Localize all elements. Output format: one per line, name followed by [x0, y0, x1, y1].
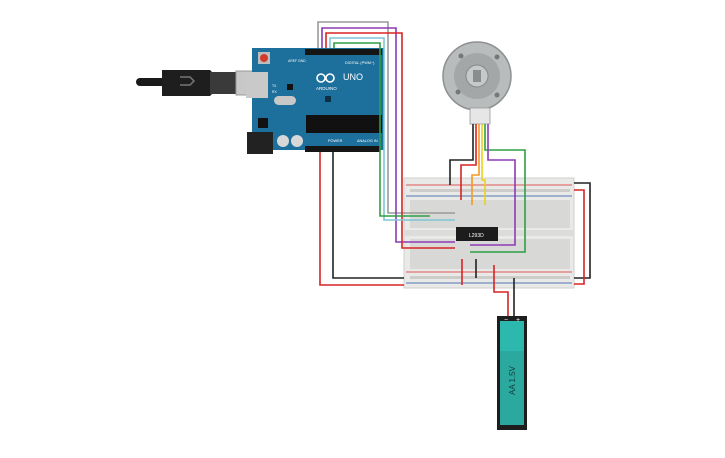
battery-label: AA 1.5V: [508, 365, 517, 395]
arduino-brand-label: ARDUINO: [316, 86, 337, 91]
rx-led-label: RX: [272, 90, 277, 94]
gnd-pin-label: GND: [298, 59, 306, 63]
aref-pin-label: AREF: [288, 59, 297, 63]
reset-button[interactable]: [260, 54, 268, 62]
arduino-logo-icon: [316, 73, 335, 83]
power-header-label: POWER: [328, 139, 343, 143]
arduino-uno-board[interactable]: ARDUINO UNO DIGITAL (PWM~) POWER ANALOG …: [246, 48, 384, 154]
battery-aa[interactable]: AA 1.5V − +: [497, 316, 527, 430]
digital-header-label: DIGITAL (PWM~): [345, 61, 375, 65]
battery-plus-terminal: +: [516, 317, 520, 324]
motor-driver-chip-label: L293D: [469, 233, 484, 239]
wires[interactable]: [317, 21, 591, 316]
tx-led-label: TX: [272, 84, 277, 88]
analog-header-label: ANALOG IN: [357, 139, 378, 143]
battery-minus-terminal: −: [504, 317, 508, 324]
stepper-motor[interactable]: [442, 41, 512, 125]
breadboard[interactable]: L293D: [403, 177, 575, 289]
arduino-model-label: UNO: [343, 72, 363, 82]
